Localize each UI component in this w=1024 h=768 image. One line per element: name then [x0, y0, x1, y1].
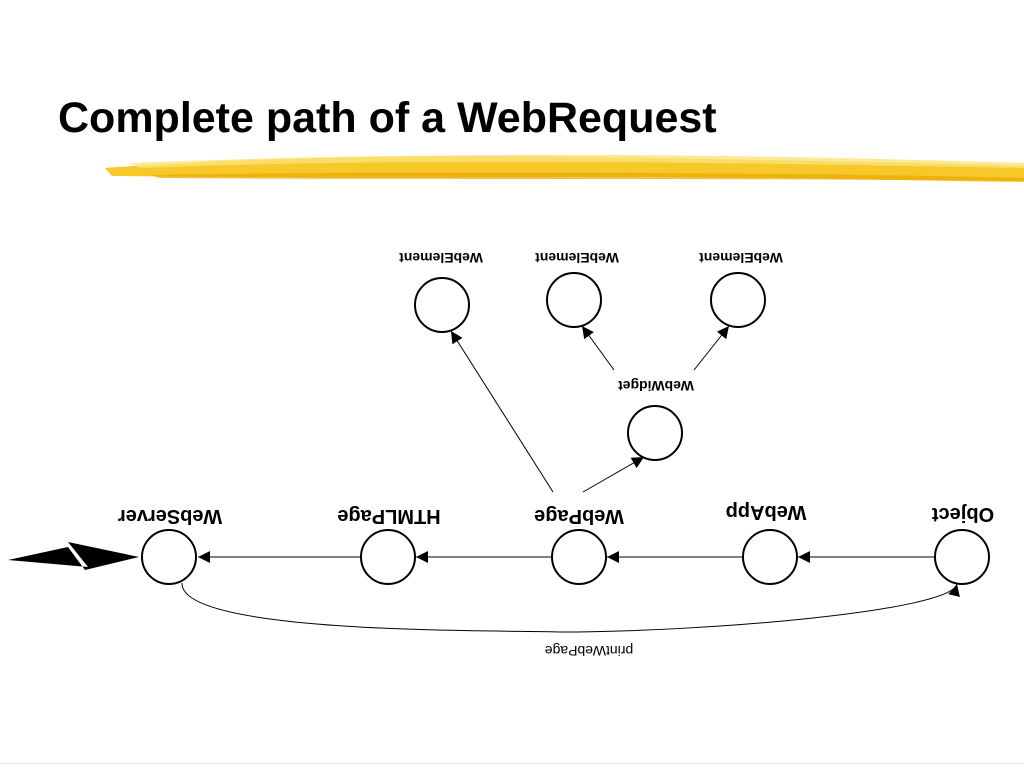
title-highlighter-stroke [105, 154, 1024, 182]
label-webserver: WebServer [118, 505, 222, 527]
label-webelement-1: WebElement [399, 250, 483, 266]
label-object: Object [932, 503, 995, 525]
node-htmlpage [360, 529, 416, 585]
edge-webpage-to-webelement-1 [450, 330, 554, 493]
label-htmlpage: HTMLPage [337, 505, 440, 527]
node-webelement-3 [710, 272, 766, 328]
edge-webwidget-to-webelement-2 [581, 325, 615, 371]
label-printwebpage: printWebPage [545, 643, 634, 659]
node-webapp [742, 529, 798, 585]
label-webelement-3: WebElement [699, 250, 783, 266]
node-webpage [551, 529, 607, 585]
label-webpage: WebPage [534, 505, 624, 527]
node-webelement-2 [546, 272, 602, 328]
lightning-bolt-icon [8, 542, 139, 570]
node-webwidget [627, 405, 683, 461]
label-webwidget: WebWidget [618, 378, 694, 394]
bottom-divider [0, 763, 1024, 764]
edge-webpage-to-webwidget [582, 456, 645, 493]
highlighter-stroke [105, 154, 1024, 182]
node-object [934, 529, 990, 585]
edge-webwidget-to-webelement-3 [693, 325, 730, 371]
slide-title: Complete path of a WebRequest [58, 94, 717, 142]
node-webelement-1 [414, 277, 470, 333]
label-webelement-2: WebElement [535, 250, 619, 266]
label-webapp: WebApp [726, 501, 807, 523]
edge-printwebpage-callback [181, 582, 960, 633]
node-webserver [141, 529, 197, 585]
